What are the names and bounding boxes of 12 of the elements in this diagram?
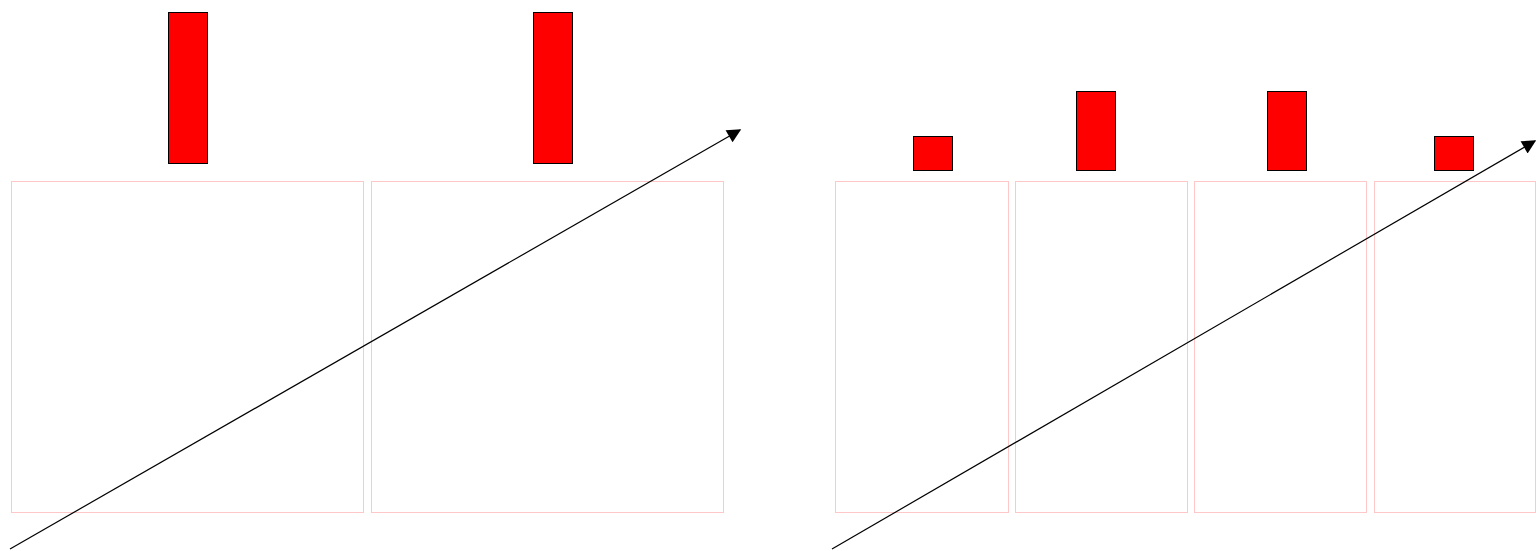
bar <box>1434 136 1474 171</box>
bar <box>533 12 573 164</box>
panel-outline <box>371 181 724 513</box>
bar <box>913 136 953 171</box>
panel-outline <box>11 181 364 513</box>
panel-outline <box>1194 181 1367 513</box>
panel-outline <box>835 181 1009 513</box>
bar <box>1267 91 1307 171</box>
panel-outline <box>1015 181 1188 513</box>
bar <box>1076 91 1116 171</box>
panel-outline <box>1374 181 1536 513</box>
bar <box>168 12 208 164</box>
